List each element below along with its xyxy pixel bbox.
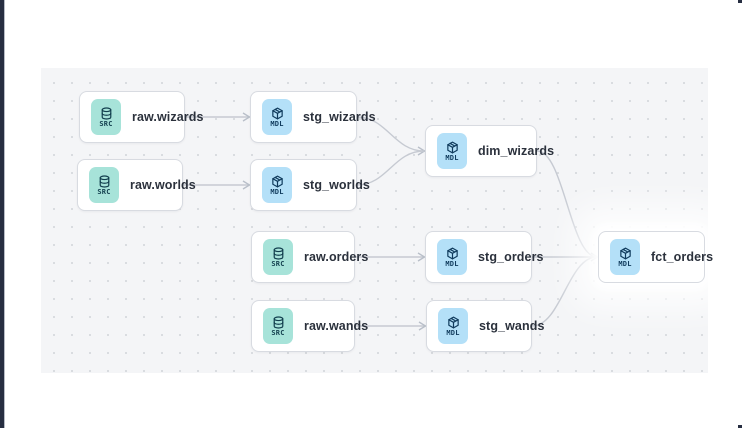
node-stg_wizards[interactable]: MDL stg_wizards	[250, 91, 376, 143]
node-type-badge: MDL	[437, 239, 467, 275]
node-raw-orders[interactable]: SRC raw.orders	[251, 231, 368, 283]
node-type-badge: MDL	[610, 239, 640, 275]
node-label: stg_wizards	[303, 110, 376, 124]
node-label: raw.wands	[304, 319, 369, 333]
node-type-badge: MDL	[438, 308, 468, 344]
cube-icon	[619, 247, 632, 260]
node-label: raw.worlds	[130, 178, 196, 192]
node-badge-label: MDL	[270, 119, 284, 128]
node-badge-label: SRC	[97, 187, 111, 196]
node-stg_orders[interactable]: MDL stg_orders	[425, 231, 544, 283]
node-type-badge: SRC	[91, 99, 121, 135]
database-icon	[272, 315, 285, 329]
node-badge-label: MDL	[446, 328, 460, 337]
window-corner-mark-top	[738, 0, 742, 3]
node-badge-label: SRC	[271, 259, 285, 268]
database-icon	[272, 246, 285, 260]
node-badge-label: MDL	[270, 187, 284, 196]
node-label: raw.wizards	[132, 110, 204, 124]
node-type-badge: MDL	[437, 133, 467, 169]
cube-icon	[446, 141, 459, 154]
node-type-badge: MDL	[262, 99, 292, 135]
node-raw-wands[interactable]: SRC raw.wands	[251, 300, 368, 352]
node-fct_orders[interactable]: MDL fct_orders	[598, 231, 713, 283]
cube-icon	[447, 316, 460, 329]
node-badge-label: MDL	[445, 259, 459, 268]
node-label: stg_worlds	[303, 178, 370, 192]
node-label: dim_wizards	[478, 144, 555, 158]
cube-icon	[271, 107, 284, 120]
edge-stg_wands-to-fct_orders	[531, 256, 598, 327]
node-badge-label: MDL	[618, 259, 632, 268]
node-label: fct_orders	[651, 250, 714, 264]
node-stg_worlds[interactable]: MDL stg_worlds	[250, 159, 370, 211]
node-label: stg_wands	[479, 319, 545, 333]
node-badge-label: MDL	[445, 153, 459, 162]
node-badge-label: SRC	[99, 119, 113, 128]
database-icon	[100, 106, 113, 120]
node-type-badge: SRC	[89, 167, 119, 203]
node-label: stg_orders	[478, 250, 544, 264]
node-type-badge: SRC	[263, 308, 293, 344]
window-corner-mark-bottom	[738, 425, 742, 428]
cube-icon	[271, 175, 284, 188]
database-icon	[98, 174, 111, 188]
lineage-canvas[interactable]: SRC raw.wizards MDL stg_wizards SRC raw.wor…	[41, 68, 713, 373]
node-type-badge: MDL	[262, 167, 292, 203]
node-type-badge: SRC	[263, 239, 293, 275]
node-stg_wands[interactable]: MDL stg_wands	[426, 300, 544, 352]
node-label: raw.orders	[304, 250, 369, 264]
node-dim_wizards[interactable]: MDL dim_wizards	[425, 125, 554, 177]
node-raw-worlds[interactable]: SRC raw.worlds	[77, 159, 196, 211]
cube-icon	[446, 247, 459, 260]
node-badge-label: SRC	[271, 328, 285, 337]
node-raw-wizards[interactable]: SRC raw.wizards	[79, 91, 203, 143]
edge-dim_wizards-to-fct_orders	[536, 150, 598, 258]
window-left-edge	[0, 0, 5, 428]
